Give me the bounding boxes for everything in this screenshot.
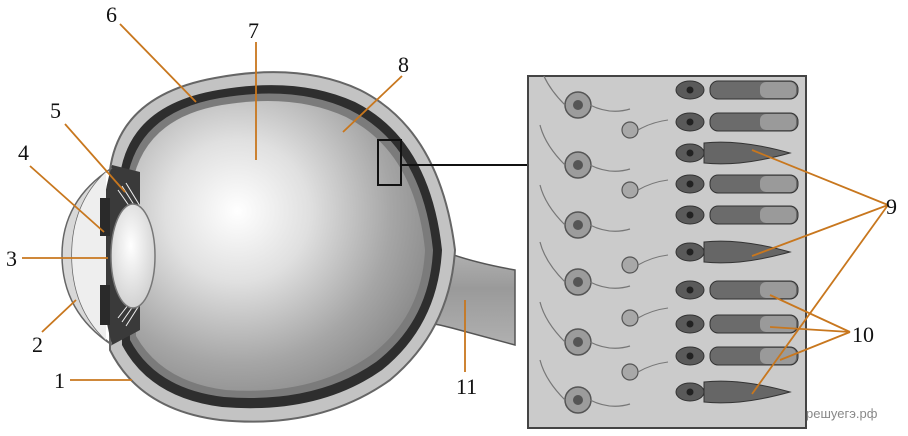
ganglion-nucleus bbox=[573, 220, 583, 230]
rod-tip bbox=[760, 207, 796, 223]
retina-cell-panel bbox=[528, 65, 806, 428]
rod-tip bbox=[760, 282, 796, 298]
ganglion-nucleus bbox=[573, 277, 583, 287]
ganglion-nucleus bbox=[573, 337, 583, 347]
rod-tip bbox=[760, 176, 796, 192]
label-7: 7 bbox=[248, 18, 259, 43]
leader-2 bbox=[42, 300, 76, 332]
ganglion-nucleus bbox=[573, 160, 583, 170]
rod-tip bbox=[760, 114, 796, 130]
bipolar-cell bbox=[622, 122, 638, 138]
photoreceptor-nucleus bbox=[687, 353, 694, 360]
photoreceptor-nucleus bbox=[687, 212, 694, 219]
photoreceptor-nucleus bbox=[687, 181, 694, 188]
bipolar-cell bbox=[622, 310, 638, 326]
eyeball bbox=[62, 72, 528, 421]
label-10: 10 bbox=[852, 322, 874, 347]
photoreceptor-nucleus bbox=[687, 150, 694, 157]
label-6: 6 bbox=[106, 2, 117, 27]
bipolar-cell bbox=[622, 182, 638, 198]
rod-tip bbox=[760, 82, 796, 98]
iris-lower bbox=[100, 285, 110, 325]
label-8: 8 bbox=[398, 52, 409, 77]
ganglion-nucleus bbox=[573, 100, 583, 110]
lens bbox=[111, 204, 155, 308]
label-11: 11 bbox=[456, 374, 477, 399]
photoreceptor-nucleus bbox=[687, 287, 694, 294]
rod-tip bbox=[760, 316, 796, 332]
label-2: 2 bbox=[32, 332, 43, 357]
photoreceptor-nucleus bbox=[687, 249, 694, 256]
label-9: 9 bbox=[886, 194, 897, 219]
label-5: 5 bbox=[50, 98, 61, 123]
bipolar-cell bbox=[622, 257, 638, 273]
label-1: 1 bbox=[54, 368, 65, 393]
photoreceptor-nucleus bbox=[687, 389, 694, 396]
label-4: 4 bbox=[18, 140, 29, 165]
photoreceptor-nucleus bbox=[687, 87, 694, 94]
bipolar-cell bbox=[622, 364, 638, 380]
leader-6 bbox=[120, 24, 196, 102]
photoreceptor-nucleus bbox=[687, 119, 694, 126]
watermark: решуегэ.рф bbox=[806, 406, 878, 421]
label-3: 3 bbox=[6, 246, 17, 271]
ganglion-nucleus bbox=[573, 395, 583, 405]
photoreceptor-nucleus bbox=[687, 321, 694, 328]
